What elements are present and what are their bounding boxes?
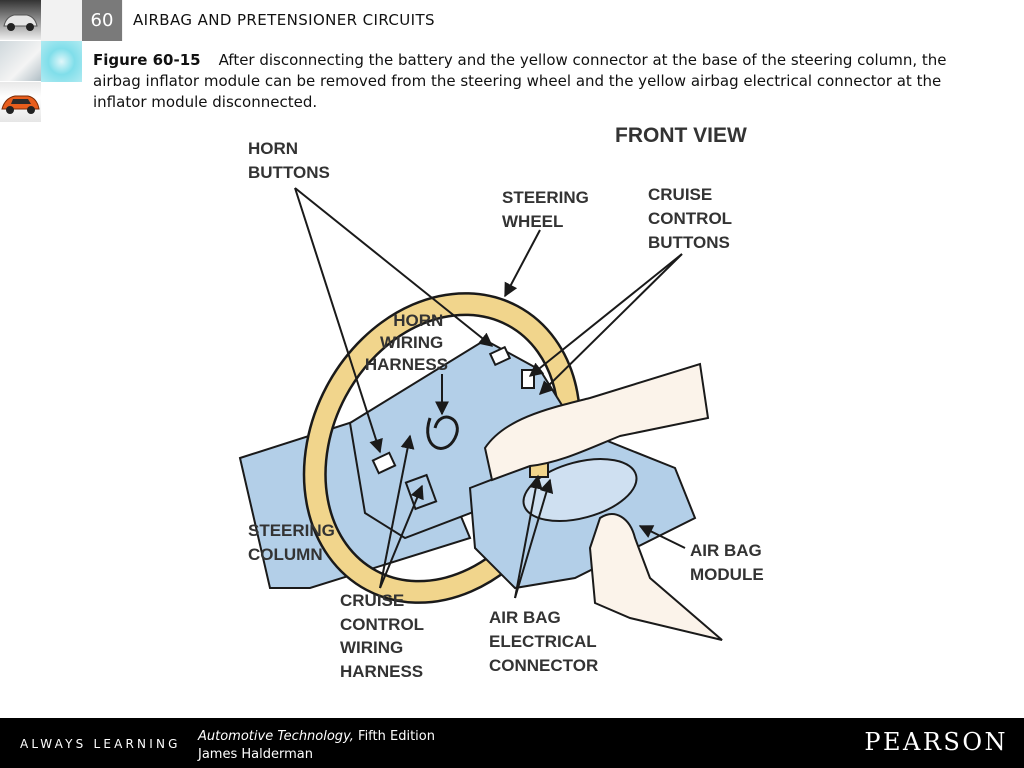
arrow-cruise-wiring-b (379, 484, 424, 589)
cruise-button (521, 369, 535, 389)
car-thumbnail-orange (0, 82, 41, 122)
figure-label: Figure 60-15 (93, 51, 201, 69)
arrow-cruise-buttons-b (539, 253, 683, 395)
book-edition: Fifth Edition (358, 729, 435, 744)
label-cruise-control-wiring-harness: CRUISE CONTROL WIRING HARNESS (340, 591, 428, 681)
arrow-horn-right (294, 187, 494, 347)
arrow-air-bag-module (638, 525, 686, 549)
lower-hand (588, 513, 723, 641)
crystal-strip (41, 41, 82, 82)
horn-wiring-harness (426, 415, 459, 450)
horn-button-left (371, 451, 397, 475)
arrow-cruise-wiring-a (379, 434, 415, 589)
label-cruise-control-buttons: CRUISE CONTROL BUTTONS (648, 185, 736, 252)
arrow-steering-wheel (504, 229, 541, 298)
label-air-bag-electrical-connector: AIR BAG ELECTRICAL CONNECTOR (489, 608, 601, 675)
book-title: Automotive Technology, (198, 729, 354, 744)
label-steering-wheel: STEERING WHEEL (502, 188, 594, 231)
label-air-bag-module: AIR BAG MODULE (690, 541, 767, 584)
arrow-electrical-connector-b (514, 478, 554, 599)
label-steering-column: STEERING COLUMN (248, 521, 340, 564)
book-author: James Halderman (198, 747, 313, 762)
arrow-cruise-buttons-a (528, 253, 683, 377)
chapter-number-badge: 60 (82, 0, 122, 41)
horn-button-right (488, 345, 512, 367)
publisher-logo: PEARSON (864, 728, 1008, 756)
upper-hand (483, 362, 710, 482)
airbag-illustration: FRONT VIEW HORN BUTTONS STEERING WHEEL C… (230, 118, 790, 688)
label-horn-wiring-harness: HORN WIRING HARNESS (365, 311, 448, 374)
footer-tagline: ALWAYS LEARNING (20, 737, 181, 751)
crystal-thumbnail (0, 41, 41, 81)
footer-bar: ALWAYS LEARNING Automotive Technology, F… (0, 718, 1024, 768)
illustration-svg: FRONT VIEW HORN BUTTONS STEERING WHEEL C… (238, 124, 767, 681)
air-bag-cover (522, 458, 638, 522)
arrow-horn-left (294, 187, 383, 454)
book-credit: Automotive Technology, Fifth Edition Jam… (198, 728, 435, 764)
caption-text: After disconnecting the battery and the … (93, 51, 947, 111)
car-thumbnail-silver (0, 0, 41, 40)
arrow-electrical-connector-a (514, 474, 543, 599)
label-horn-buttons: HORN BUTTONS (248, 139, 330, 182)
label-front-view: FRONT VIEW (615, 124, 747, 147)
chapter-title: AIRBAG AND PRETENSIONER CIRCUITS (133, 11, 435, 29)
